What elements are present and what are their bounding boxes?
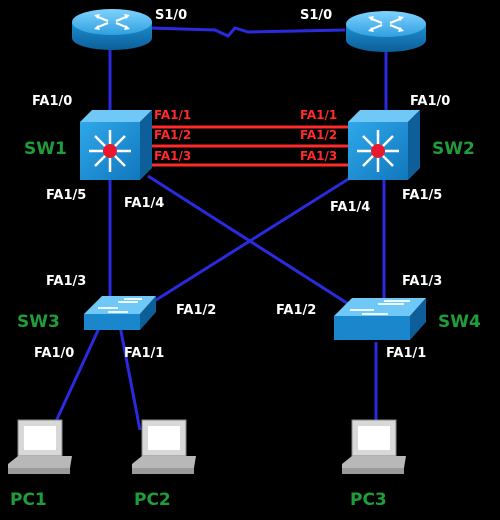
port-label-sw3-fa12: FA1/2 (176, 303, 217, 318)
multilayer-switch-icon[interactable] (80, 110, 152, 180)
port-label-sw1-fa11: FA1/1 (154, 108, 192, 122)
port-label-r2-s10: S1/0 (300, 8, 333, 23)
port-label-sw4-fa12: FA1/2 (276, 303, 317, 318)
port-label-sw1-fa15: FA1/5 (46, 188, 87, 203)
port-label-sw2-fa14: FA1/4 (330, 200, 371, 215)
port-label-sw2-fa13: FA1/3 (300, 149, 338, 163)
link-sw2-sw3 (147, 176, 351, 307)
port-label-sw2-fa15: FA1/5 (402, 188, 443, 203)
links (50, 26, 388, 431)
port-label-sw3-fa13: FA1/3 (46, 274, 87, 289)
port-label-sw1-fa13: FA1/3 (154, 149, 192, 163)
port-label-sw1-fa10: FA1/0 (32, 94, 73, 109)
device-label-pc1: PC1 (10, 490, 47, 510)
serial-link (149, 26, 346, 38)
device-label-pc2: PC2 (134, 490, 171, 510)
port-label-sw2-fa12: FA1/2 (300, 128, 338, 142)
router-icon[interactable] (72, 9, 152, 50)
port-label-sw3-fa10: FA1/0 (34, 346, 75, 361)
router-icon[interactable] (346, 11, 426, 52)
multilayer-switch-icon[interactable] (348, 110, 420, 180)
port-label-sw4-fa11: FA1/1 (386, 346, 427, 361)
port-label-sw1-fa12: FA1/2 (154, 128, 192, 142)
port-label-r1-s10: S1/0 (155, 8, 188, 23)
device-label-sw3: SW3 (17, 312, 60, 332)
switch-icon[interactable] (84, 296, 156, 330)
pc-icon[interactable] (132, 419, 196, 474)
pc-icon[interactable] (342, 419, 406, 474)
link-sw3-pc2 (118, 325, 142, 431)
device-label-pc3: PC3 (350, 490, 387, 510)
port-label-sw2-fa11: FA1/1 (300, 108, 338, 122)
device-label-sw1: SW1 (24, 139, 67, 159)
link-sw3-pc1 (50, 325, 102, 431)
pc-icon[interactable] (8, 419, 72, 474)
device-label-sw2: SW2 (432, 139, 475, 159)
port-label-sw4-fa13: FA1/3 (402, 274, 443, 289)
port-label-sw1-fa14: FA1/4 (124, 196, 165, 211)
port-label-sw3-fa11: FA1/1 (124, 346, 165, 361)
device-label-sw4: SW4 (438, 312, 481, 332)
port-label-sw2-fa10: FA1/0 (410, 94, 451, 109)
switch-icon[interactable] (334, 298, 426, 340)
